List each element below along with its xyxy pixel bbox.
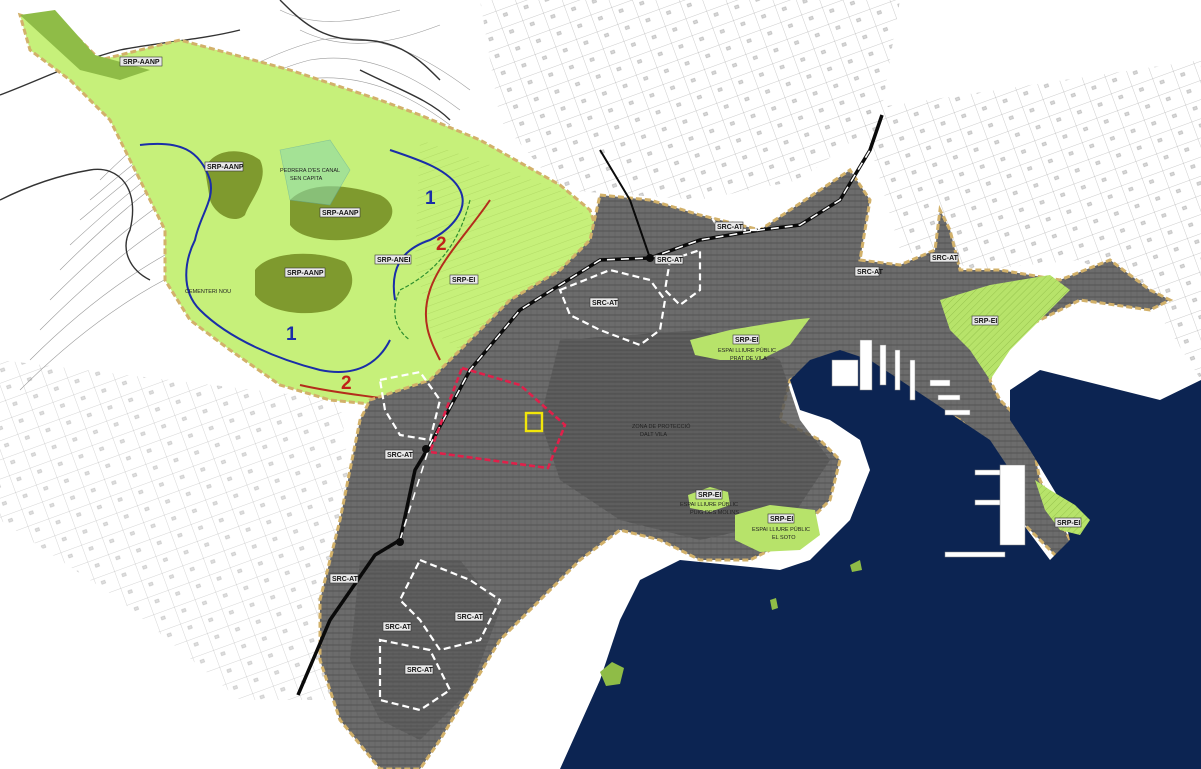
rural-parcels-north: [480, 0, 900, 200]
label-pedrera-2: SEN CAPITA: [290, 176, 323, 182]
label-src-at-7: SRC-AT: [457, 614, 484, 621]
map-labels: SRP-AANP SRP-AANP SRP-AANP SRP-AANP SRP-…: [119, 56, 1082, 675]
roundabout-3: [396, 538, 404, 546]
label-soto-1: ESPAI LLIURE PÚBLIC: [752, 526, 810, 533]
label-prat-1: ESPAI LLIURE PÚBLIC: [718, 347, 776, 354]
label-srp-aanp-3: SRP-AANP: [287, 270, 324, 277]
north-road: [599, 149, 651, 259]
srp-ei-east: [940, 275, 1070, 380]
label-src-at-9: SRC-AT: [407, 667, 434, 674]
label-src-at-6: SRC-AT: [332, 576, 359, 583]
label-srp-ei-east: SRP-EI: [974, 318, 997, 325]
label-srp-ei-islet: SRP-EI: [1057, 520, 1080, 527]
rural-parcels-west: [0, 360, 360, 700]
zone-number-1-bottom: 1: [286, 324, 297, 345]
yellow-site-marker: [524, 411, 544, 433]
red-protection-line-2: [299, 384, 381, 399]
islet-green-1: [850, 560, 862, 572]
label-srp-anei: SRP-ANEI: [377, 257, 411, 264]
zone-number-2-top: 2: [436, 234, 447, 255]
label-srp-ei-3: SRP-EI: [698, 492, 721, 499]
label-cementiri: CEMENTERI NOU: [185, 289, 231, 295]
zone-number-1-top: 1: [425, 188, 436, 209]
label-srp-aanp-2: SRP-AANP: [322, 210, 359, 217]
harbour-piers: [831, 339, 1026, 558]
islet-green-2: [770, 598, 778, 610]
label-puig-2: PUIG DES MOLINS: [690, 510, 739, 516]
label-src-at-10: SRC-AT: [857, 269, 884, 276]
top-green-corridor: [20, 10, 150, 80]
srp-field-area: [415, 140, 595, 350]
label-srp-ei-4: SRP-EI: [770, 516, 793, 523]
dark-contours: [0, 0, 451, 281]
roundabout-2: [422, 445, 430, 453]
label-src-at-3: SRC-AT: [717, 224, 744, 231]
src-at-zones: [378, 198, 763, 712]
label-zona-2: DALT VILA: [640, 432, 667, 438]
label-prat-2: PRAT DE VILA: [730, 356, 767, 362]
red-protection-line: [424, 199, 491, 361]
label-src-at-4: SRC-AT: [932, 255, 959, 262]
label-src-at-8: SRC-AT: [385, 624, 412, 631]
label-puig-1: ESPAI LLIURE PÚBLIC: [680, 501, 738, 508]
roundabout-1: [646, 254, 654, 262]
label-srp-aanp-1: SRP-AANP: [207, 164, 244, 171]
pedrera-area: [279, 139, 351, 206]
label-src-at-2: SRC-AT: [592, 300, 619, 307]
srp-ei-soto: [735, 505, 820, 552]
label-srp-ei-1: SRP-EI: [452, 277, 475, 284]
label-pedrera-1: PEDRERA D'ES CANAL: [280, 168, 340, 174]
zone-number-2-bottom: 2: [341, 373, 352, 394]
label-srp-ei-2: SRP-EI: [735, 337, 758, 344]
label-srp-aanp-top: SRP-AANP: [123, 59, 160, 66]
srp-aanp-area-3: [255, 253, 353, 314]
red-sector-boundary: [428, 366, 567, 470]
label-src-at-5: SRC-AT: [387, 452, 414, 459]
blue-protection-line: [139, 142, 391, 373]
label-zona-1: ZONA DE PROTECCIÓ: [632, 423, 691, 430]
islet-green-3: [600, 662, 624, 686]
label-soto-2: EL SOTO: [772, 535, 796, 541]
sea: [560, 350, 1201, 769]
urban-dense-core: [540, 330, 830, 540]
rural-parcels-east: [860, 60, 1201, 380]
label-src-at-1: SRC-AT: [657, 257, 684, 264]
